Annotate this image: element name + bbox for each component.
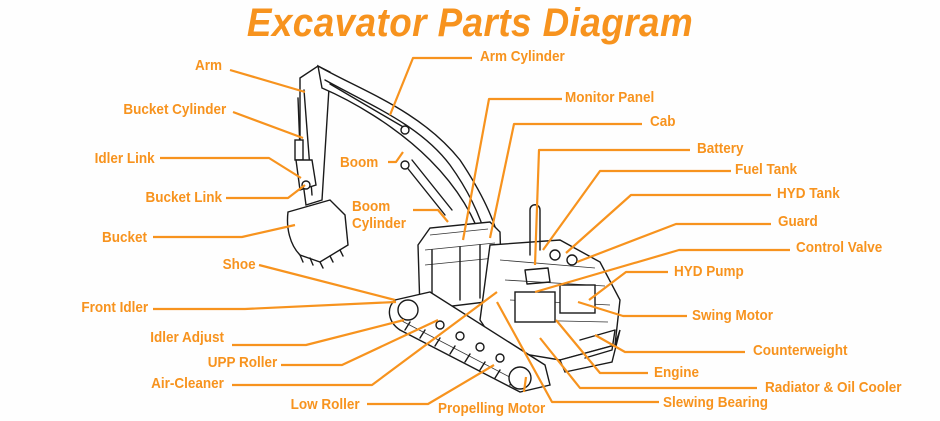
- leader-radiator-oil-cooler: [539, 337, 757, 390]
- leader-boom: [388, 151, 404, 164]
- excavator-drawing: [286, 64, 621, 393]
- label-boom-cylinder-line1: Boom: [352, 198, 391, 215]
- label-engine: Engine: [654, 364, 700, 381]
- label-slewing-bearing: Slewing Bearing: [663, 394, 769, 411]
- leader-upp-roller: [281, 319, 439, 367]
- leader-shoe: [258, 263, 396, 302]
- label-bucket-link: Bucket Link: [145, 189, 222, 206]
- leader-bucket-cylinder: [232, 110, 304, 140]
- label-arm-cylinder: Arm Cylinder: [480, 48, 565, 65]
- sprocket-part: [508, 366, 532, 390]
- label-upp-roller: UPP Roller: [207, 354, 277, 371]
- leader-low-roller: [367, 364, 495, 406]
- leader-hyd-pump: [588, 270, 668, 301]
- label-low-roller: Low Roller: [290, 396, 360, 413]
- bucket-part: [286, 199, 349, 263]
- label-cab: Cab: [650, 113, 676, 130]
- label-battery: Battery: [697, 140, 744, 157]
- leader-fuel-tank: [542, 169, 731, 251]
- bucket-linkage: [295, 159, 317, 191]
- leader-cab: [488, 122, 642, 239]
- label-idler-adjust: Idler Adjust: [150, 329, 224, 346]
- leader-front-idler: [153, 300, 397, 311]
- label-bucket: Bucket: [101, 229, 147, 246]
- leader-idler-link: [160, 156, 302, 179]
- leader-idler-adjust: [232, 318, 405, 347]
- leader-propelling-motor: [522, 376, 528, 393]
- label-hyd-tank: HYD Tank: [777, 185, 840, 202]
- leader-hyd-tank: [565, 193, 771, 254]
- leader-bucket: [153, 223, 296, 239]
- label-boom-cylinder-line2: Cylinder: [352, 215, 407, 232]
- leader-control-valve: [534, 248, 790, 294]
- track-part: [388, 291, 551, 393]
- leader-engine: [555, 319, 648, 375]
- label-front-idler: Front Idler: [81, 299, 148, 316]
- label-arm: Arm: [194, 57, 222, 74]
- leader-monitor-panel: [461, 97, 562, 241]
- label-propelling-motor: Propelling Motor: [438, 400, 546, 417]
- label-monitor-panel: Monitor Panel: [565, 89, 655, 106]
- label-idler-link: Idler Link: [94, 150, 155, 167]
- leader-slewing-bearing: [496, 301, 659, 404]
- leader-arm-cylinder: [388, 56, 472, 116]
- leader-counterweight: [594, 334, 745, 354]
- leader-swing-motor: [577, 300, 687, 318]
- label-boom: Boom: [340, 154, 379, 171]
- front-idler-part: [397, 299, 419, 321]
- label-fuel-tank: Fuel Tank: [735, 161, 798, 178]
- leader-air-cleaner: [232, 291, 498, 387]
- leader-battery: [533, 148, 690, 266]
- label-shoe: Shoe: [222, 256, 256, 273]
- label-control-valve: Control Valve: [796, 239, 883, 256]
- label-radiator-oil-cooler: Radiator & Oil Cooler: [765, 379, 902, 396]
- label-swing-motor: Swing Motor: [692, 307, 773, 324]
- label-air-cleaner: Air-Cleaner: [151, 375, 224, 392]
- diagram-title: Excavator Parts Diagram: [246, 1, 694, 45]
- leader-lines: [153, 56, 790, 406]
- label-bucket-cylinder: Bucket Cylinder: [123, 101, 226, 118]
- leader-guard: [576, 222, 771, 264]
- leader-bucket-link: [226, 184, 306, 200]
- leader-arm: [229, 68, 306, 94]
- label-hyd-pump: HYD Pump: [674, 263, 744, 280]
- label-guard: Guard: [778, 213, 818, 230]
- leader-boom-cylinder: [413, 208, 449, 223]
- label-counterweight: Counterweight: [753, 342, 848, 359]
